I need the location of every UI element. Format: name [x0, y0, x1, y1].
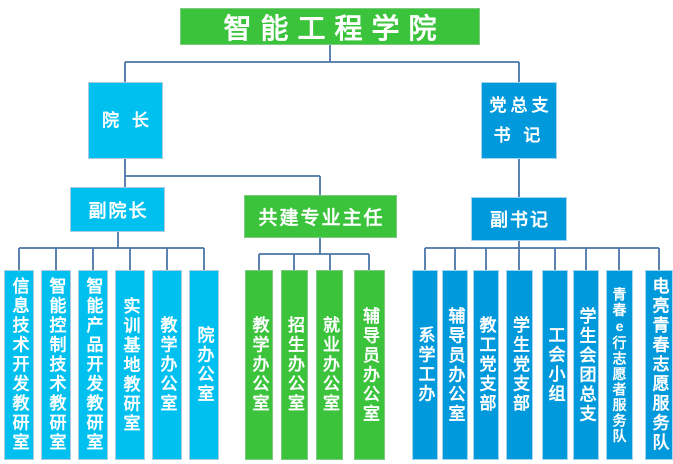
node-secretary-office-2: 辅导员办公室 — [442, 270, 468, 460]
node-joint-office-2: 招生办公室 — [281, 270, 308, 460]
office-label: 就业办公室 — [320, 316, 339, 414]
office-label: 智能产品开发教研室 — [83, 277, 103, 453]
office-label: 实训基地教研室 — [120, 296, 140, 434]
office-label: 工会小组 — [545, 326, 565, 404]
office-label: 青春e行志愿者服务队 — [611, 286, 628, 444]
root-branch-line — [124, 45, 520, 82]
node-joint-major-director: 共建专业主任 — [244, 195, 397, 238]
office-label: 教工党支部 — [476, 316, 496, 414]
node-party-secretary: 党总支 书 记 — [481, 82, 557, 159]
office-label: 学生会团总支 — [576, 306, 596, 424]
joint-director-children-line — [258, 238, 370, 270]
node-secretary-office-6: 学生会团总支 — [573, 270, 599, 460]
node-secretary-office-5: 工会小组 — [542, 270, 568, 460]
vice-dean-children-line — [18, 232, 205, 270]
office-label: 智能控制技术教研室 — [46, 277, 66, 453]
node-dean-office-2: 智能控制技术教研室 — [41, 270, 71, 460]
office-label: 辅导员办公室 — [445, 306, 465, 424]
node-dean-office-6: 院办公室 — [189, 270, 219, 460]
node-joint-office-3: 就业办公室 — [316, 270, 343, 460]
node-joint-office-4: 辅导员办公室 — [354, 270, 385, 460]
node-dean-office-1: 信息技术开发教研室 — [4, 270, 34, 460]
office-label: 系学工办 — [415, 326, 435, 404]
office-label: 电亮青春志愿服务队 — [649, 277, 669, 453]
deputy-secretary-children-line — [424, 241, 660, 270]
office-label: 信息技术开发教研室 — [9, 277, 29, 453]
node-dean-office-5: 教学办公室 — [152, 270, 182, 460]
office-label: 院办公室 — [194, 326, 214, 404]
node-secretary-office-8: 电亮青春志愿服务队 — [645, 270, 673, 460]
office-label: 招生办公室 — [285, 316, 304, 414]
office-label: 学生党支部 — [510, 316, 529, 414]
node-secretary-office-1: 系学工办 — [412, 270, 438, 460]
node-vice-dean: 副院长 — [70, 187, 165, 232]
node-secretary-office-7: 青春e行志愿者服务队 — [606, 270, 633, 460]
office-label: 教学办公室 — [249, 316, 269, 414]
node-dean-office-3: 智能产品开发教研室 — [78, 270, 108, 460]
office-label: 教学办公室 — [157, 316, 177, 414]
office-label: 辅导员办公室 — [360, 306, 379, 424]
node-secretary-office-4: 学生党支部 — [506, 270, 533, 460]
node-dean-office-4: 实训基地教研室 — [115, 270, 145, 460]
dean-branch-line — [124, 159, 321, 195]
node-dean: 院 长 — [88, 82, 163, 159]
node-secretary-office-3: 教工党支部 — [473, 270, 499, 460]
node-joint-office-1: 教学办公室 — [245, 270, 273, 460]
node-deputy-secretary: 副书记 — [471, 197, 567, 241]
node-root-college: 智能工程学院 — [180, 8, 480, 45]
